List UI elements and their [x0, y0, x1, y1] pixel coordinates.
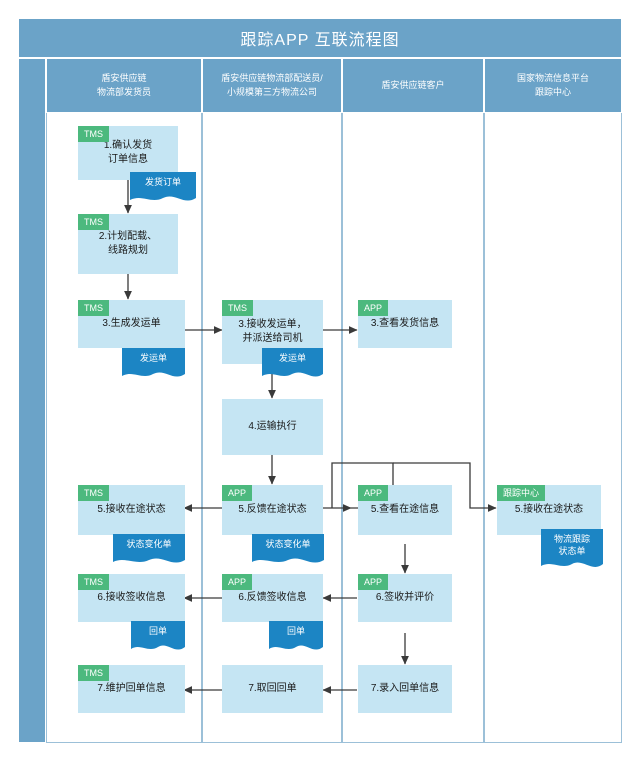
node-view-shipping-info[interactable]: APP 3.查看发货信息: [358, 300, 452, 348]
lane-header-carrier-line2: 小规模第三方物流公司: [226, 86, 317, 97]
node-badge-tms: TMS: [78, 300, 109, 316]
page-title: 跟踪APP 互联流程图: [240, 32, 400, 49]
document-shape-icon: [269, 621, 323, 650]
node-enter-receipt-info[interactable]: 7.录入回单信息: [358, 665, 452, 713]
node-maintain-receipt-info[interactable]: TMS 7.维护回单信息: [78, 665, 185, 713]
node-badge-app: APP: [358, 485, 389, 501]
document-shipping-order[interactable]: 发货订单: [130, 172, 196, 206]
document-receipt-carrier[interactable]: 回单: [269, 621, 323, 655]
lane-header-tracking-line2: 跟踪中心: [534, 86, 571, 97]
node-receive-transit-status-tms[interactable]: TMS 5.接收在途状态: [78, 485, 185, 535]
node-label: 7.录入回单信息: [370, 682, 440, 694]
document-status-change-shipper[interactable]: 状态变化单: [113, 534, 185, 568]
node-receive-signoff-info[interactable]: TMS 6.接收签收信息: [78, 574, 185, 622]
node-label: 1.确认发货订单信息: [103, 139, 153, 166]
node-label: 5.查看在途信息: [370, 503, 440, 515]
lane-body-customer: [342, 113, 484, 743]
lane-header-carrier-line1: 盾安供应链物流部配送员/: [221, 73, 323, 83]
node-feedback-transit-status[interactable]: APP 5.反馈在途状态: [222, 485, 323, 535]
lane-header-shipper-line1: 盾安供应链: [101, 73, 147, 83]
node-badge-tms: TMS: [222, 300, 253, 316]
node-generate-waybill[interactable]: TMS 3.生成发运单: [78, 300, 185, 348]
node-label: 7.取回回单: [248, 682, 297, 694]
node-label: 5.接收在途状态: [97, 503, 166, 515]
document-shape-icon: [130, 172, 196, 201]
node-label: 6.反馈签收信息: [238, 591, 307, 603]
node-badge-tms: TMS: [78, 665, 109, 681]
node-badge-tms: TMS: [78, 126, 109, 142]
lane-header-shipper-line2: 物流部发货员: [96, 86, 151, 97]
document-shape-icon: [252, 534, 324, 563]
node-retrieve-receipt[interactable]: 7.取回回单: [222, 665, 323, 713]
node-label: 7.维护回单信息: [97, 682, 166, 694]
lane-header-customer-line1: 盾安供应链客户: [381, 79, 445, 90]
node-label: 4.运输执行: [248, 420, 297, 432]
document-status-change-carrier[interactable]: 状态变化单: [252, 534, 324, 568]
node-receive-transit-status-center[interactable]: 跟踪中心 5.接收在途状态: [497, 485, 601, 535]
lane-body-tracking: [484, 113, 622, 743]
lane-header-tracking: 国家物流信息平台 跟踪中心: [484, 58, 622, 113]
document-shape-icon: [541, 529, 603, 567]
document-shape-icon: [113, 534, 185, 563]
node-label: 3.接收发运单，并派送给司机: [238, 318, 307, 345]
document-waybill-carrier[interactable]: 发运单: [262, 348, 323, 382]
node-badge-app: APP: [222, 485, 253, 501]
document-shape-icon: [262, 348, 323, 377]
node-badge-tms: TMS: [78, 214, 109, 230]
node-badge-app: APP: [222, 574, 253, 590]
node-badge-tms: TMS: [78, 485, 109, 501]
document-receipt-shipper[interactable]: 回单: [131, 621, 185, 655]
document-shape-icon: [131, 621, 185, 650]
node-label: 2.计划配载、线路规划: [98, 230, 158, 257]
lane-header-spacer: [18, 58, 46, 743]
node-plan-loading-route[interactable]: TMS 2.计划配载、线路规划: [78, 214, 178, 274]
node-label: 3.查看发货信息: [370, 317, 440, 329]
node-label: 5.反馈在途状态: [238, 503, 307, 515]
node-feedback-signoff-info[interactable]: APP 6.反馈签收信息: [222, 574, 323, 622]
node-badge-tracking-center: 跟踪中心: [497, 485, 546, 501]
node-label: 5.接收在途状态: [514, 503, 584, 515]
node-transport-execution[interactable]: 4.运输执行: [222, 399, 323, 455]
document-shape-icon: [122, 348, 185, 377]
node-badge-app: APP: [358, 300, 389, 316]
node-label: 6.接收签收信息: [97, 591, 166, 603]
node-confirm-shipment-order[interactable]: TMS 1.确认发货订单信息: [78, 126, 178, 180]
lane-header-shipper: 盾安供应链 物流部发货员: [46, 58, 202, 113]
node-badge-app: APP: [358, 574, 389, 590]
lane-header-tracking-line1: 国家物流信息平台: [516, 73, 589, 83]
lane-header-carrier: 盾安供应链物流部配送员/ 小规模第三方物流公司: [202, 58, 342, 113]
node-badge-tms: TMS: [78, 574, 109, 590]
node-signoff-and-review[interactable]: APP 6.签收并评价: [358, 574, 452, 622]
diagram-title-bar: 跟踪APP 互联流程图: [18, 18, 622, 58]
node-view-transit-info[interactable]: APP 5.查看在途信息: [358, 485, 452, 535]
node-label: 6.签收并评价: [375, 591, 435, 603]
node-label: 3.生成发运单: [102, 317, 161, 329]
lane-header-customer: 盾安供应链客户: [342, 58, 484, 113]
document-logistics-tracking-status[interactable]: 物流跟踪状态单: [541, 529, 603, 573]
document-waybill-shipper[interactable]: 发运单: [122, 348, 185, 382]
